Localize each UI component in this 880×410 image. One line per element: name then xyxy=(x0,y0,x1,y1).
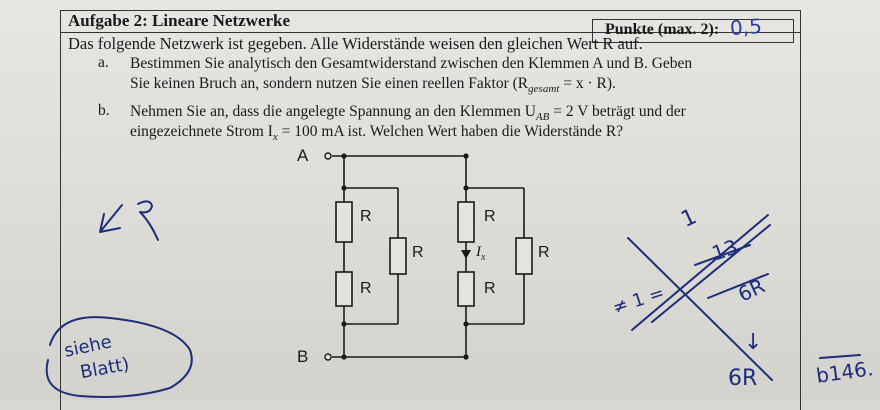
junction-dot xyxy=(341,185,347,191)
hand-down-arrow: ↓ xyxy=(744,330,763,355)
junction-dot xyxy=(341,321,347,327)
exam-sheet xyxy=(0,0,880,400)
item-b-line1-end: = 2 V beträgt und der xyxy=(549,103,686,120)
terminal-a-label: A xyxy=(297,146,309,165)
terminal-b-dot xyxy=(324,353,332,361)
junction-dot xyxy=(463,185,469,191)
junction-dot xyxy=(341,153,347,159)
junction-dot xyxy=(463,321,469,327)
resistor-label: R xyxy=(538,244,550,261)
current-arrow xyxy=(461,250,471,259)
resistor-right-top xyxy=(457,201,475,243)
points-box xyxy=(592,19,794,43)
resistor-label: R xyxy=(360,280,372,297)
hand-6r-lower: 6R xyxy=(728,366,758,391)
item-a-line2-end: = x · R). xyxy=(559,75,616,92)
points-label: Punkte (max. 2): xyxy=(605,21,720,38)
item-b-line1-text: Nehmen Sie an, dass die angelegte Spannu… xyxy=(130,103,536,120)
terminal-b-label: B xyxy=(297,347,309,366)
header-divider xyxy=(60,32,800,33)
item-a-line1: Bestimmen Sie analytisch den Gesamtwider… xyxy=(130,55,693,72)
task-intro: Das folgende Netzwerk ist gegeben. Alle … xyxy=(68,34,643,53)
hand-scribble-left xyxy=(137,200,159,241)
resistor-label: R xyxy=(484,280,496,297)
hand-cross-line-2 xyxy=(631,214,769,331)
resistor-label: R xyxy=(360,208,372,225)
item-b-marker: b. xyxy=(98,102,110,119)
resistor-right-parallel xyxy=(515,237,533,275)
frame-left-line xyxy=(60,10,61,410)
item-b-line2-text: eingezeichnete Strom I xyxy=(130,123,273,140)
hand-underline-2 xyxy=(707,273,769,299)
item-a-line2-sub: gesamt xyxy=(528,83,560,96)
resistor-label: R xyxy=(484,208,496,225)
resistor-left-top xyxy=(335,201,353,243)
hand-note-circle xyxy=(45,316,193,398)
resistor-left-parallel xyxy=(389,237,407,275)
terminal-a-dot xyxy=(324,152,332,160)
hand-cross-line-3 xyxy=(651,224,771,323)
item-a-marker: a. xyxy=(98,54,109,71)
current-label-sub: x xyxy=(481,252,486,263)
resistor-right-bottom xyxy=(457,271,475,307)
resistor-label: R xyxy=(412,244,424,261)
hand-underline-1 xyxy=(694,244,751,266)
circuit-diagram xyxy=(45,152,861,398)
current-label: Ix xyxy=(476,244,485,263)
hand-arrow-left xyxy=(99,204,123,233)
item-a-line2: Sie keinen Bruch an, sondern nutzen Sie … xyxy=(130,74,616,99)
item-b-line1: Nehmen Sie an, dass die angelegte Spannu… xyxy=(130,102,686,127)
hand-cross-line-1 xyxy=(627,237,773,381)
hand-underline-3 xyxy=(819,354,861,359)
frame-top-line xyxy=(60,10,800,11)
frame-right-line xyxy=(800,10,801,410)
resistor-left-bottom xyxy=(335,271,353,307)
junction-dot xyxy=(341,354,347,360)
junction-dot xyxy=(463,153,469,159)
junction-dot xyxy=(463,354,469,360)
task-title: Aufgabe 2: Lineare Netzwerke xyxy=(68,11,291,30)
current-label-symbol: I xyxy=(476,244,481,260)
item-b-line1-sub: AB xyxy=(535,111,550,124)
item-b-line2-end: = 100 mA ist. Welchen Wert haben die Wid… xyxy=(277,123,624,140)
item-a-line2-text: Sie keinen Bruch an, sondern nutzen Sie … xyxy=(130,75,529,92)
item-b-line2-sub: x xyxy=(272,131,278,144)
item-b-line2: eingezeichnete Strom Ix = 100 mA ist. We… xyxy=(130,122,623,147)
